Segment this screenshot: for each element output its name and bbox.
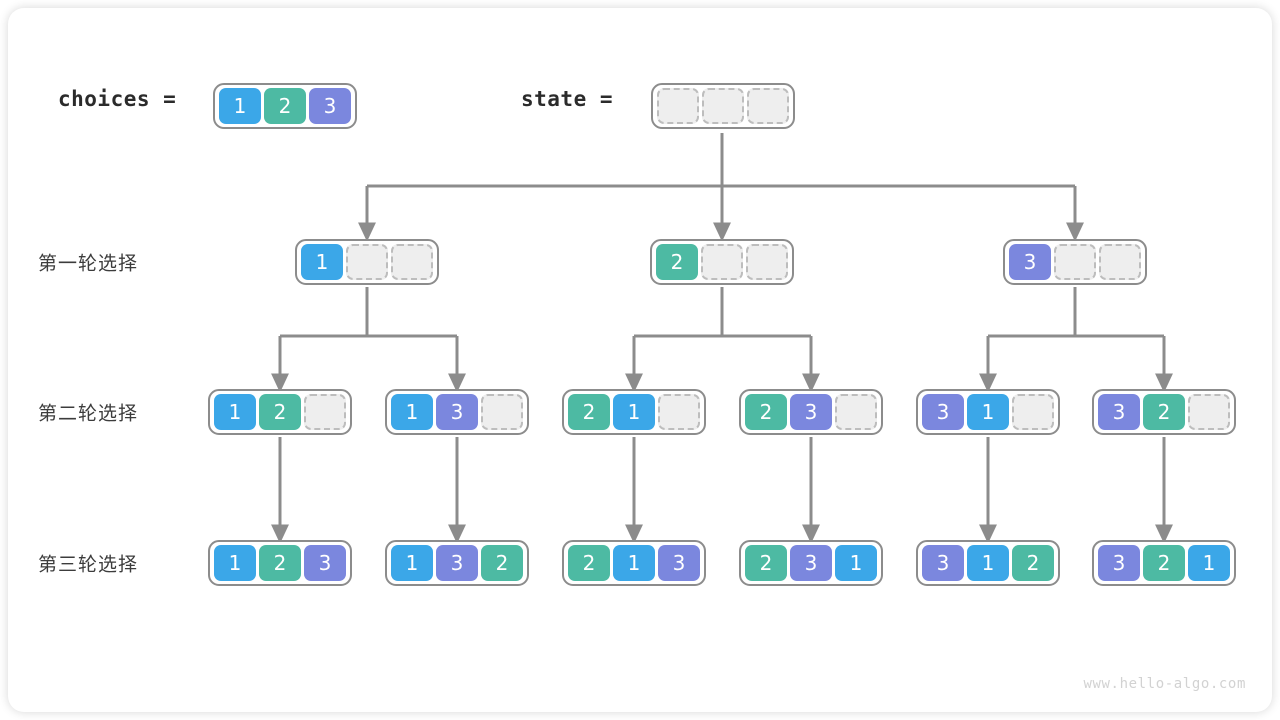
state-cell-0	[657, 88, 699, 124]
node-cell: 3	[790, 394, 832, 430]
node-cell: 1	[391, 545, 433, 581]
state-cell-1	[702, 88, 744, 124]
node-cell: 3	[790, 545, 832, 581]
node-cell	[304, 394, 346, 430]
node-cell	[746, 244, 788, 280]
node-cell: 3	[658, 545, 700, 581]
node-cell: 3	[436, 394, 478, 430]
node-cell	[1012, 394, 1054, 430]
node-cell: 2	[1143, 394, 1185, 430]
node-round2-4: 3 1	[916, 389, 1060, 435]
state-cell-2	[747, 88, 789, 124]
node-cell: 2	[1012, 545, 1054, 581]
node-round2-2: 2 1	[562, 389, 706, 435]
node-round3-4: 3 1 2	[916, 540, 1060, 586]
node-cell: 3	[922, 394, 964, 430]
node-round3-3: 2 3 1	[739, 540, 883, 586]
node-cell: 1	[613, 394, 655, 430]
node-cell: 3	[922, 545, 964, 581]
node-round2-1: 1 3	[385, 389, 529, 435]
node-cell: 1	[967, 394, 1009, 430]
node-cell: 2	[1143, 545, 1185, 581]
node-round1-0: 1	[295, 239, 439, 285]
node-round2-0: 1 2	[208, 389, 352, 435]
node-cell	[481, 394, 523, 430]
node-round1-2: 3	[1003, 239, 1147, 285]
node-cell: 3	[304, 545, 346, 581]
node-cell	[658, 394, 700, 430]
node-cell: 3	[436, 545, 478, 581]
node-cell: 2	[745, 545, 787, 581]
choices-label: choices =	[58, 87, 177, 111]
node-cell: 1	[967, 545, 1009, 581]
node-cell	[391, 244, 433, 280]
node-cell	[1188, 394, 1230, 430]
node-cell: 1	[301, 244, 343, 280]
node-cell	[346, 244, 388, 280]
choices-cell-1: 2	[264, 88, 306, 124]
choices-array: 1 2 3	[213, 83, 357, 129]
node-cell: 2	[745, 394, 787, 430]
node-cell: 1	[835, 545, 877, 581]
node-cell: 2	[568, 545, 610, 581]
node-cell: 1	[613, 545, 655, 581]
node-round3-1: 1 3 2	[385, 540, 529, 586]
choices-cell-2: 3	[309, 88, 351, 124]
node-round3-0: 1 2 3	[208, 540, 352, 586]
row-label-round-1: 第一轮选择	[38, 252, 139, 275]
node-round3-5: 3 2 1	[1092, 540, 1236, 586]
choices-cell-0: 1	[219, 88, 261, 124]
node-cell: 1	[1188, 545, 1230, 581]
node-cell: 3	[1098, 394, 1140, 430]
node-cell: 3	[1009, 244, 1051, 280]
node-cell: 1	[391, 394, 433, 430]
node-cell	[1099, 244, 1141, 280]
watermark: www.hello-algo.com	[1083, 676, 1246, 692]
node-round1-1: 2	[650, 239, 794, 285]
node-cell: 1	[214, 394, 256, 430]
node-round2-3: 2 3	[739, 389, 883, 435]
row-label-round-3: 第三轮选择	[38, 553, 139, 576]
node-cell: 2	[568, 394, 610, 430]
node-cell: 2	[259, 545, 301, 581]
node-cell: 2	[656, 244, 698, 280]
node-cell: 3	[1098, 545, 1140, 581]
node-cell: 1	[214, 545, 256, 581]
node-cell	[1054, 244, 1096, 280]
node-cell: 2	[481, 545, 523, 581]
row-label-round-2: 第二轮选择	[38, 402, 139, 425]
state-label: state =	[521, 87, 614, 111]
node-round3-2: 2 1 3	[562, 540, 706, 586]
state-array	[651, 83, 795, 129]
node-cell	[835, 394, 877, 430]
node-round2-5: 3 2	[1092, 389, 1236, 435]
node-cell: 2	[259, 394, 301, 430]
node-cell	[701, 244, 743, 280]
